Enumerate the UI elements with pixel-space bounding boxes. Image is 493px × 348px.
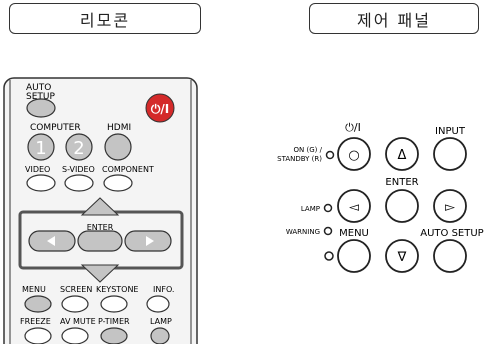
on-standby-label: ON (G) / (294, 146, 323, 154)
power-button[interactable] (145, 93, 175, 123)
input-label: INPUT (435, 126, 466, 137)
info-button[interactable] (146, 295, 170, 313)
control-panel: ⏻/I ON (G) / STANDBY (R) ○ Δ INPUT ENTER… (250, 0, 493, 344)
right-arrow-icon (146, 236, 154, 246)
panel-enter-button[interactable] (385, 189, 419, 223)
panel-auto-setup-button[interactable] (433, 239, 467, 273)
up-button[interactable] (80, 197, 120, 216)
computer-1-number: 1 (35, 138, 46, 159)
down-button[interactable] (80, 264, 120, 283)
keystone-button[interactable] (100, 295, 128, 313)
unlabeled-indicator (324, 251, 334, 261)
power-icon: ⏻/I (151, 102, 169, 116)
panel-menu-button[interactable] (337, 239, 371, 273)
freeze-label: FREEZE (20, 317, 51, 326)
auto-setup-button[interactable] (26, 98, 56, 118)
remote-control: AUTO SETUP ⏻/I COMPUTER HDMI 1 2 VIDEO S… (0, 0, 220, 348)
enter-label: ENTER (87, 223, 114, 232)
hdmi-label: HDMI (107, 123, 131, 133)
freeze-button[interactable] (24, 327, 52, 345)
panel-left-button[interactable] (337, 189, 371, 223)
panel-power-button[interactable] (337, 137, 371, 171)
component-label: COMPONENT (102, 165, 154, 174)
s-video-label: S-VIDEO (62, 165, 95, 174)
panel-header: 제어 패널 (309, 3, 479, 34)
warning-indicator (323, 226, 333, 236)
computer-2-number: 2 (73, 138, 84, 159)
av-mute-button[interactable] (61, 327, 89, 345)
video-label: VIDEO (25, 165, 50, 174)
computer-2-button[interactable] (65, 133, 93, 161)
info-label: INFO. (153, 285, 174, 294)
panel-down-icon: ∇ (397, 250, 407, 265)
panel-up-icon: Δ (398, 148, 407, 163)
lamp-button[interactable] (150, 327, 170, 345)
lamp-indicator-label: LAMP (301, 205, 320, 213)
component-button[interactable] (103, 174, 133, 192)
menu-label: MENU (22, 285, 46, 294)
screen-button[interactable] (61, 295, 89, 313)
auto-setup-label-2: SETUP (26, 92, 55, 102)
panel-power-icon: ⏻/I (345, 121, 361, 134)
panel-down-button[interactable] (385, 239, 419, 273)
p-timer-label: P-TIMER (98, 317, 130, 326)
warning-indicator-label: WARNING (286, 228, 320, 236)
left-arrow-icon (47, 236, 55, 246)
p-timer-button[interactable] (100, 327, 128, 345)
panel-input-button[interactable] (433, 137, 467, 171)
menu-button[interactable] (24, 295, 52, 313)
panel-right-icon: ▻ (445, 200, 455, 215)
panel-auto-setup-label: AUTO SETUP (420, 228, 483, 239)
computer-label: COMPUTER (30, 123, 81, 133)
panel-power-glyph: ○ (348, 148, 359, 163)
auto-setup-label: AUTO (26, 83, 51, 93)
video-button[interactable] (26, 174, 56, 192)
panel-up-button[interactable] (385, 137, 419, 171)
panel-left-icon: ◅ (349, 200, 359, 215)
s-video-button[interactable] (64, 174, 94, 192)
lamp-indicator (323, 203, 333, 213)
panel-enter-label: ENTER (385, 177, 418, 188)
panel-menu-label: MENU (339, 228, 369, 239)
computer-1-button[interactable] (27, 133, 55, 161)
keystone-label: KEYSTONE (96, 285, 139, 294)
on-standby-label-2: STANDBY (R) (277, 155, 322, 163)
screen-label: SCREEN (60, 285, 92, 294)
panel-right-button[interactable] (433, 189, 467, 223)
on-standby-indicator (325, 150, 335, 160)
remote-header: 리모콘 (9, 3, 201, 34)
lamp-label: LAMP (150, 317, 172, 326)
av-mute-label: AV MUTE (60, 317, 96, 326)
hdmi-button[interactable] (104, 133, 132, 161)
enter-button[interactable] (77, 230, 123, 252)
